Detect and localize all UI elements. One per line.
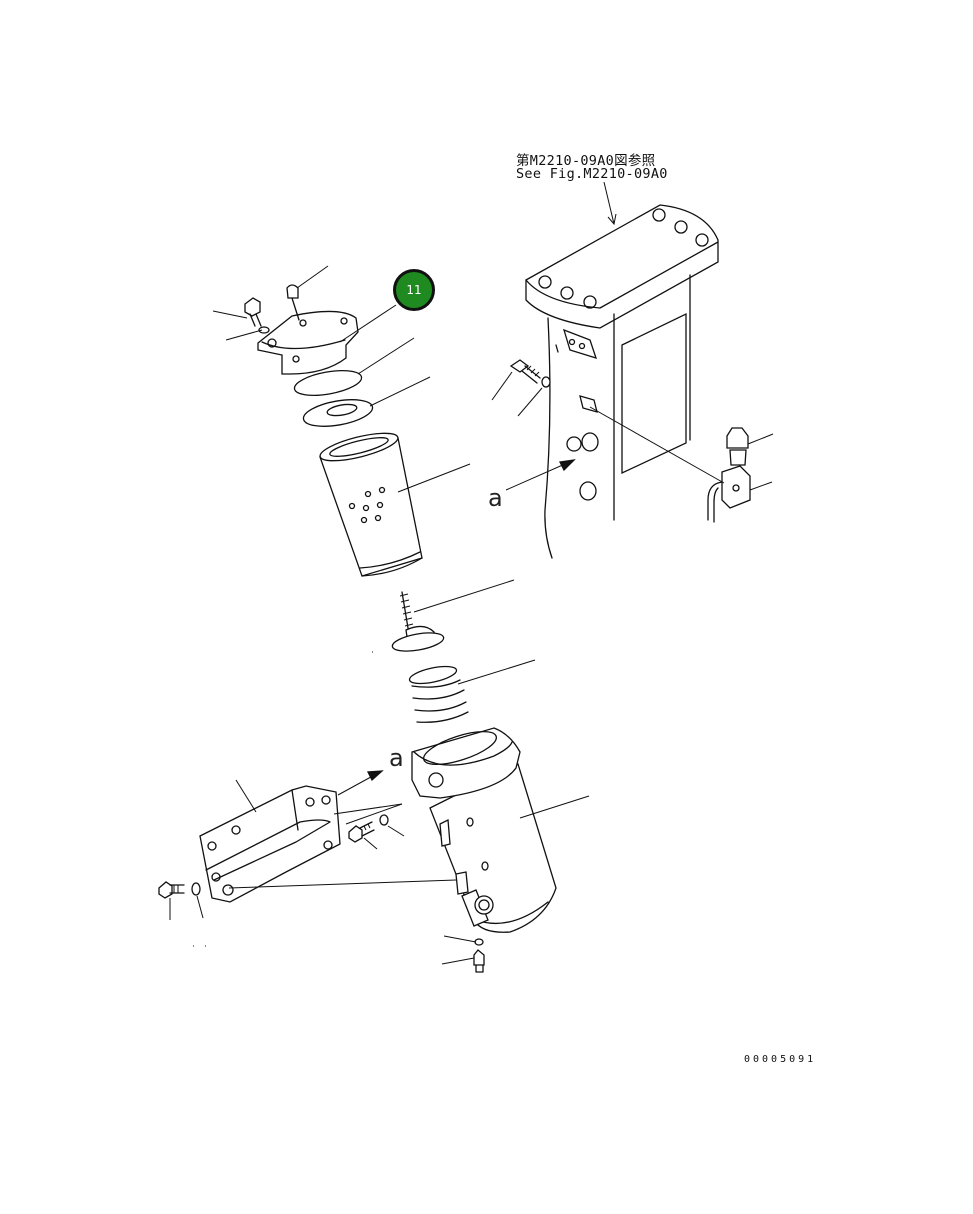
o-ring: [293, 370, 363, 396]
callout-number: 11: [406, 283, 422, 297]
filter-head-cover: [244, 284, 359, 375]
view-marker-upper: a: [488, 484, 503, 512]
bypass-valve: [391, 591, 445, 652]
leader-lines: [169, 181, 774, 965]
sensor-bracket: [589, 406, 751, 523]
reference-note-english: See Fig.M2210-09A0: [516, 166, 668, 182]
gasket: [302, 399, 374, 427]
filter-element: [319, 432, 423, 577]
bracket-bolt: [158, 814, 389, 899]
spring: [408, 665, 469, 723]
view-marker-lower: a: [389, 744, 404, 772]
reference-note-japanese: 第M2210-09A0図参照: [516, 153, 656, 169]
mounting-bracket: [199, 785, 341, 903]
view-arrows: [337, 459, 576, 796]
drain-plug: [473, 938, 485, 973]
drawing-number: 00005091: [744, 1054, 817, 1065]
filter-case: [411, 727, 557, 933]
column-bolt: [509, 359, 551, 388]
part-callout-badge[interactable]: 11: [393, 269, 435, 311]
mounting-column: [525, 204, 719, 559]
